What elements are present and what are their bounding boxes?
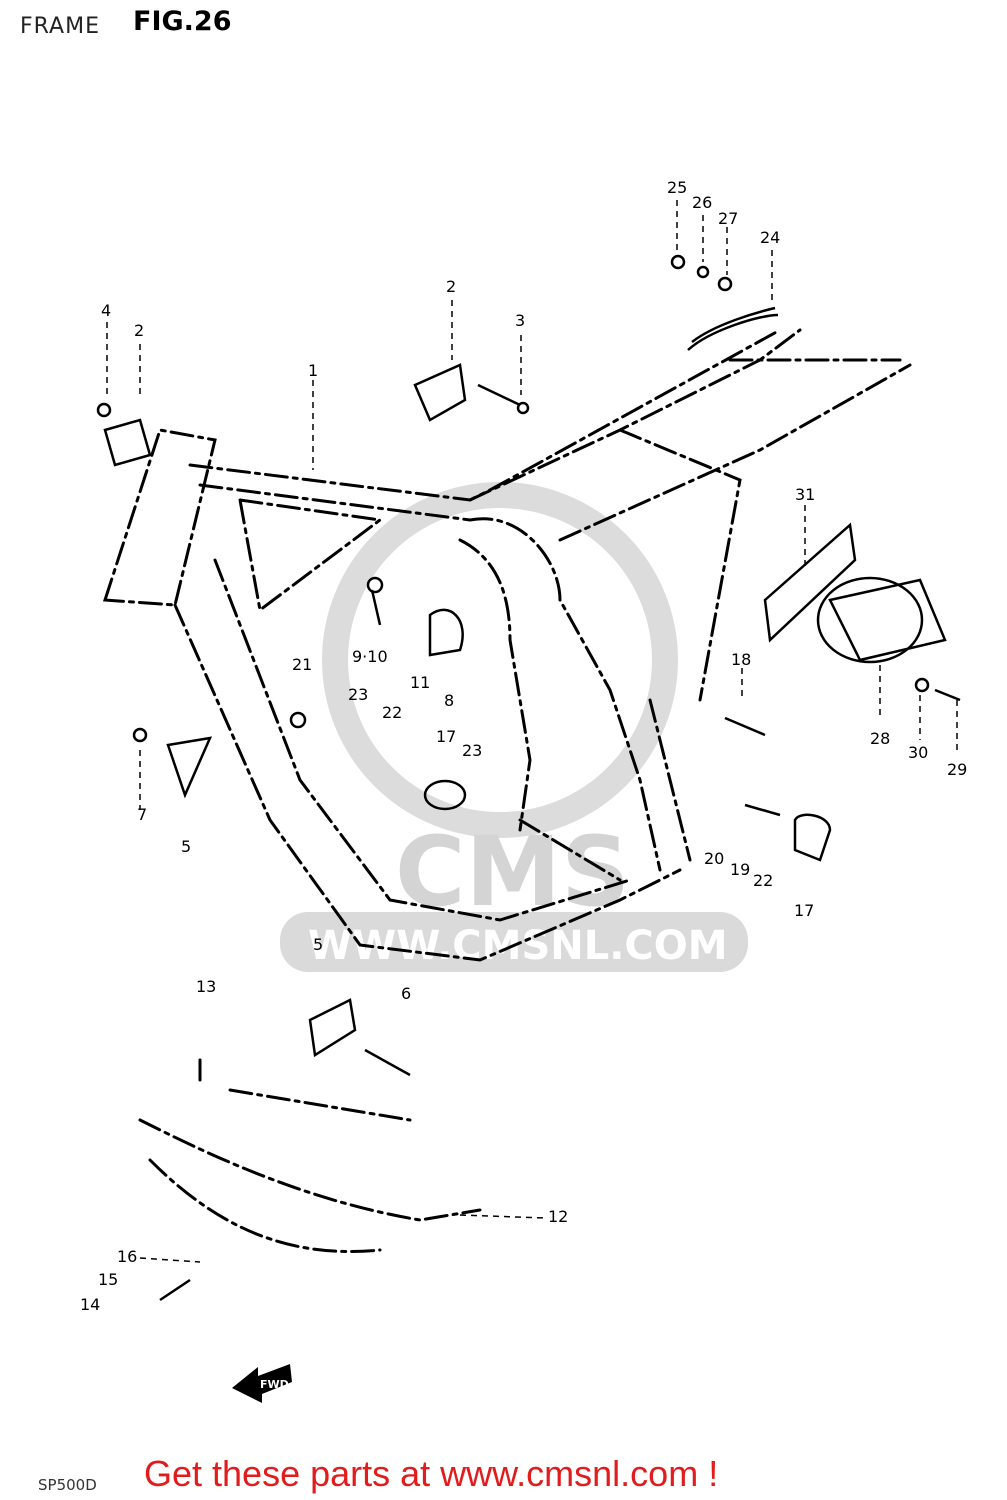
callout-label: 22 — [382, 703, 402, 722]
parts — [96, 254, 961, 1302]
callout-label: 29 — [947, 760, 967, 779]
callout-label: 13 — [196, 977, 216, 996]
callout-label: 3 — [515, 311, 525, 330]
callout-label: 14 — [80, 1295, 100, 1314]
callout-label: 26 — [692, 193, 712, 212]
callout-label: 22 — [753, 871, 773, 890]
callout-label: 31 — [795, 485, 815, 504]
callout-label: 8 — [444, 691, 454, 710]
callout-label: 11 — [410, 673, 430, 692]
callout-label: 30 — [908, 743, 928, 762]
callout-label: 28 — [870, 729, 890, 748]
callout-label: 24 — [760, 228, 780, 247]
fwd-label: FWD — [260, 1378, 289, 1391]
callout-label: 17 — [794, 901, 814, 920]
watermark: CMS WWW.CMSNL.COM — [280, 482, 748, 972]
callout-label: 16 — [117, 1247, 137, 1266]
callout-label: 4 — [101, 301, 111, 320]
figure-number: FIG.26 — [133, 6, 232, 37]
callout-label: 5 — [313, 935, 323, 954]
callout-label: 7 — [137, 805, 147, 824]
cta-link[interactable]: Get these parts at www.cmsnl.com ! — [144, 1453, 719, 1494]
callout-label: 6 — [401, 984, 411, 1003]
callout-label: 23 — [348, 685, 368, 704]
callout-label: 5 — [181, 837, 191, 856]
callout-label: 27 — [718, 209, 738, 228]
callout-label: 12 — [548, 1207, 568, 1226]
callout-label: 2 — [134, 321, 144, 340]
callouts: 1 2 2 3 4 5 5 6 7 8 9·10 11 12 13 14 15 … — [80, 178, 967, 1314]
callout-label: 9·10 — [352, 647, 388, 666]
leader-lines — [106, 200, 958, 1263]
callout-label: 20 — [704, 849, 724, 868]
callout-label: 17 — [436, 727, 456, 746]
callout-label: 1 — [308, 361, 318, 380]
model-code: SP500D — [38, 1476, 97, 1494]
callout-label: 2 — [446, 277, 456, 296]
main-frame — [102, 328, 912, 1254]
callout-label: 19 — [730, 860, 750, 879]
watermark-url: WWW.CMSNL.COM — [308, 923, 728, 969]
callout-label: 15 — [98, 1270, 118, 1289]
section-title: FRAME — [20, 14, 100, 39]
callout-label: 23 — [462, 741, 482, 760]
callout-label: 21 — [292, 655, 312, 674]
callout-label: 25 — [667, 178, 687, 197]
callout-label: 18 — [731, 650, 751, 669]
fwd-arrow: FWD — [232, 1364, 292, 1403]
